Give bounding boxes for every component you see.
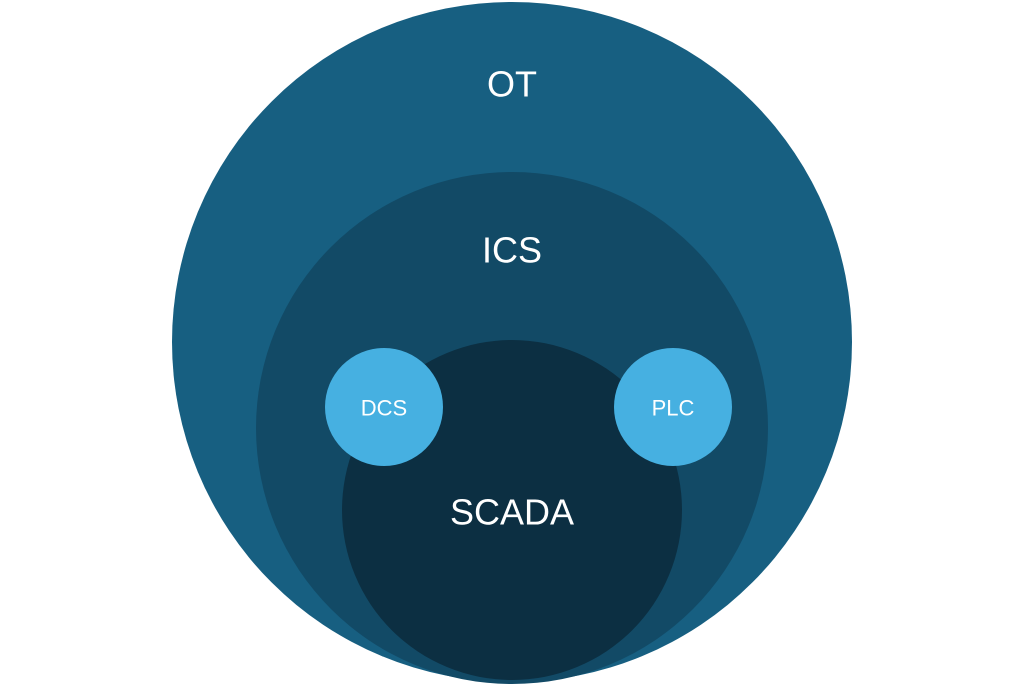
dcs-label: DCS (361, 396, 407, 421)
scada-label: SCADA (450, 492, 574, 533)
plc-label: PLC (652, 396, 695, 421)
dcs-circle (325, 348, 443, 466)
plc-circle (614, 348, 732, 466)
ics-label: ICS (482, 230, 542, 271)
ot-label: OT (487, 64, 537, 105)
